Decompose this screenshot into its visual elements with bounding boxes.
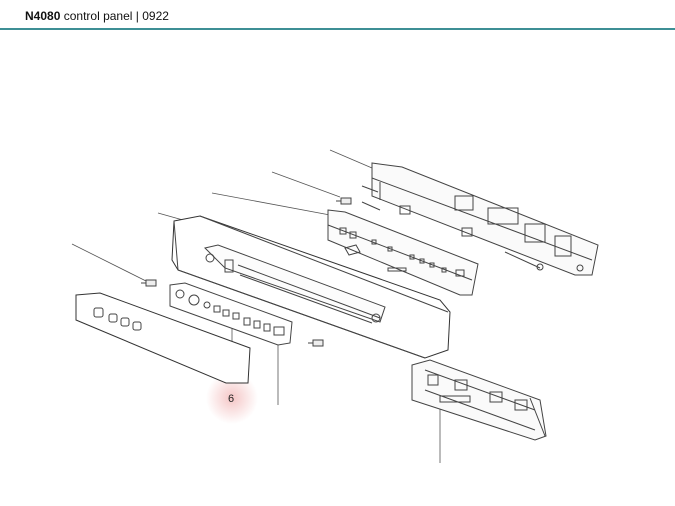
panel-housing: [171, 215, 451, 359]
front-foil: [75, 292, 251, 384]
screw-left: [141, 279, 157, 287]
button-carrier: [169, 282, 293, 346]
title-subtitle: control panel | 0922: [63, 9, 169, 23]
header-rule: [0, 28, 675, 30]
callout-label-6: 6: [228, 393, 234, 405]
page-header: N4080 control panel | 0922: [0, 0, 675, 30]
screw-upper: [336, 197, 352, 205]
side-bracket: [411, 359, 547, 441]
page-title: N4080 control panel | 0922: [25, 9, 169, 23]
model-name: N4080: [25, 9, 61, 23]
callout-highlight: [206, 372, 258, 424]
screw-lower: [308, 339, 324, 347]
pcb-board: [327, 209, 479, 296]
